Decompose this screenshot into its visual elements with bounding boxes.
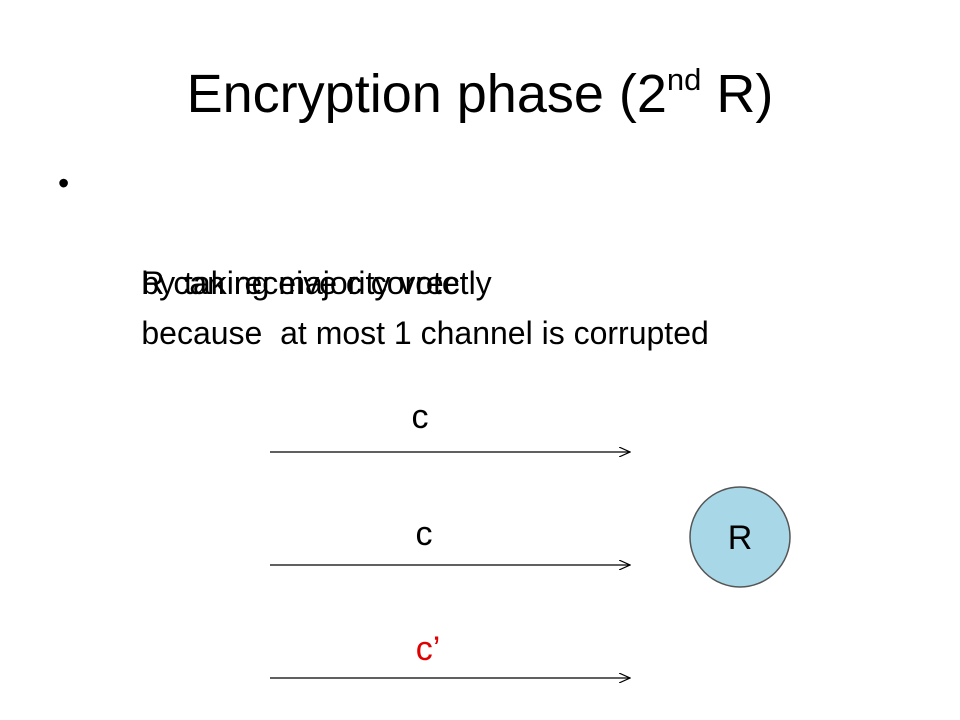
bullet-text: because at most 1 channel is corrupted bbox=[141, 315, 709, 351]
channel-label-1: c bbox=[412, 398, 429, 436]
title-superscript: nd bbox=[666, 62, 702, 97]
slide-title: Encryption phase (2nd R) bbox=[0, 54, 960, 134]
channel-label-3: c’ bbox=[416, 630, 441, 668]
bullet-text: by taking majority vote bbox=[141, 265, 460, 301]
receiver-node bbox=[689, 486, 791, 588]
bullet-dot-icon: • bbox=[58, 165, 70, 201]
bullet-text: R can receive c correctly bbox=[141, 265, 492, 301]
bullet-item: • R can receive c correctly bbox=[58, 158, 938, 301]
title-prefix: Encryption phase (2 bbox=[186, 64, 667, 124]
bullet-continuation: because at most 1 channel is corrupted bbox=[58, 258, 938, 351]
bullet-list: • R can receive c correctly by taking ma… bbox=[58, 158, 938, 351]
channel-label-2: c bbox=[416, 515, 433, 553]
receiver-label: R bbox=[728, 519, 753, 557]
bullet-continuation: by taking majority vote bbox=[58, 208, 938, 301]
title-suffix: R) bbox=[701, 64, 774, 124]
